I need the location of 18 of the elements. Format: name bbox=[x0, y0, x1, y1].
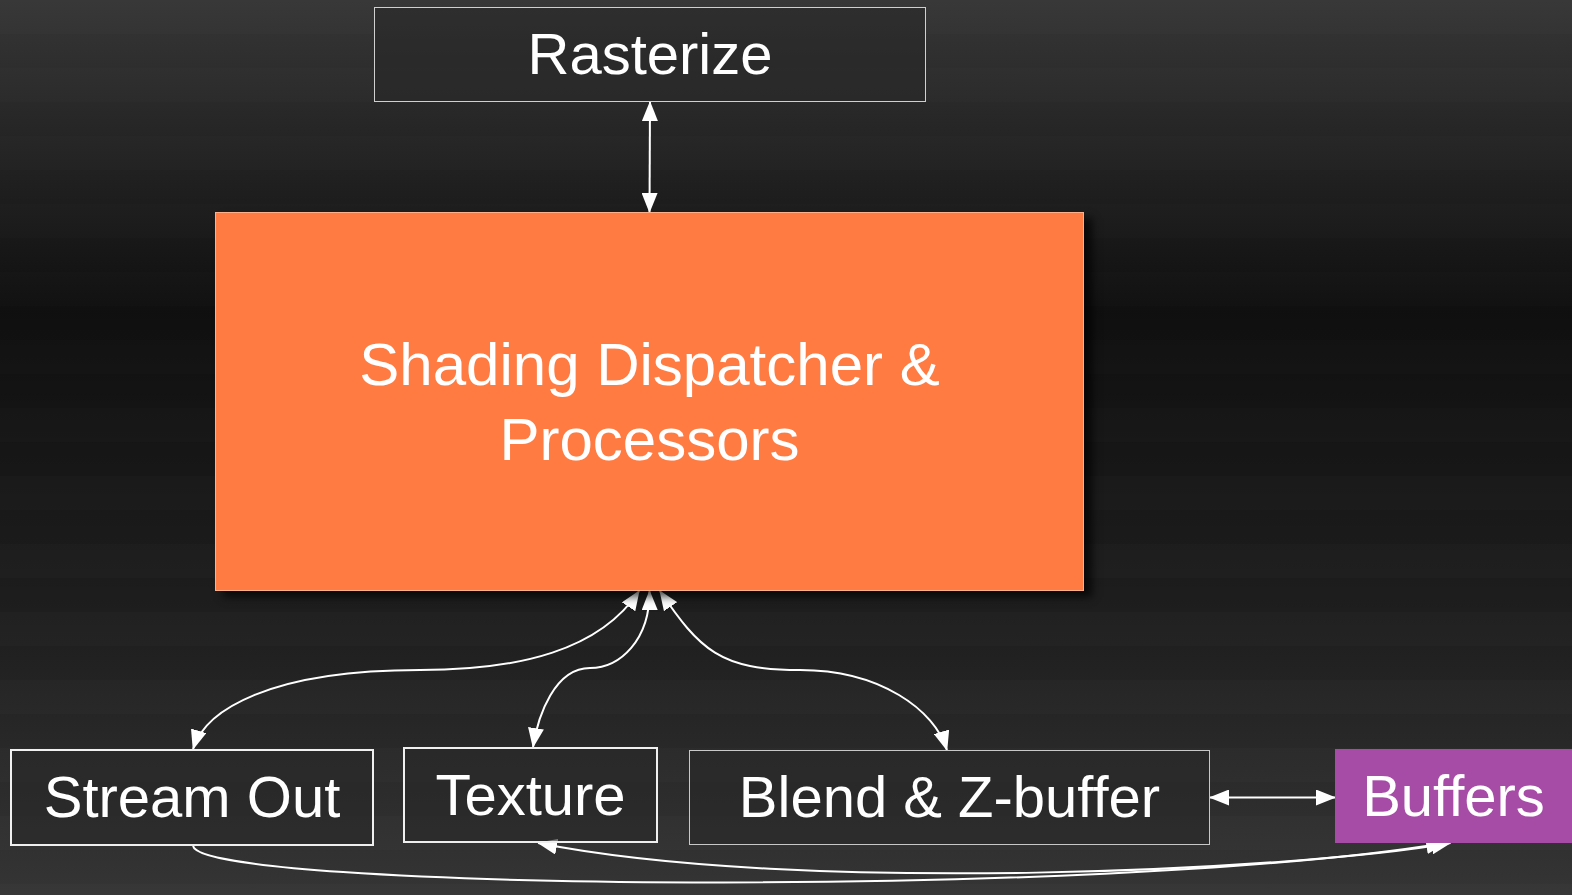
process-box bbox=[10, 749, 374, 846]
process-box bbox=[689, 750, 1210, 845]
arrow bbox=[641, 101, 658, 213]
process-box bbox=[215, 212, 1084, 591]
arrow bbox=[1209, 789, 1336, 806]
node-label: Rasterize bbox=[527, 20, 773, 89]
process-box bbox=[374, 7, 926, 102]
arrow bbox=[537, 837, 1452, 875]
node-label: Texture bbox=[435, 760, 626, 829]
node-label: Stream Out bbox=[43, 763, 341, 832]
node-label: Blend & Z-buffer bbox=[738, 763, 1161, 832]
storage-box bbox=[1335, 749, 1572, 843]
process-box bbox=[403, 747, 658, 843]
node-label: Buffers bbox=[1362, 761, 1545, 830]
arrow bbox=[658, 590, 948, 751]
arrow bbox=[528, 590, 657, 748]
arrow bbox=[192, 590, 641, 750]
node-label: Shading Dispatcher & Processors bbox=[358, 329, 941, 475]
